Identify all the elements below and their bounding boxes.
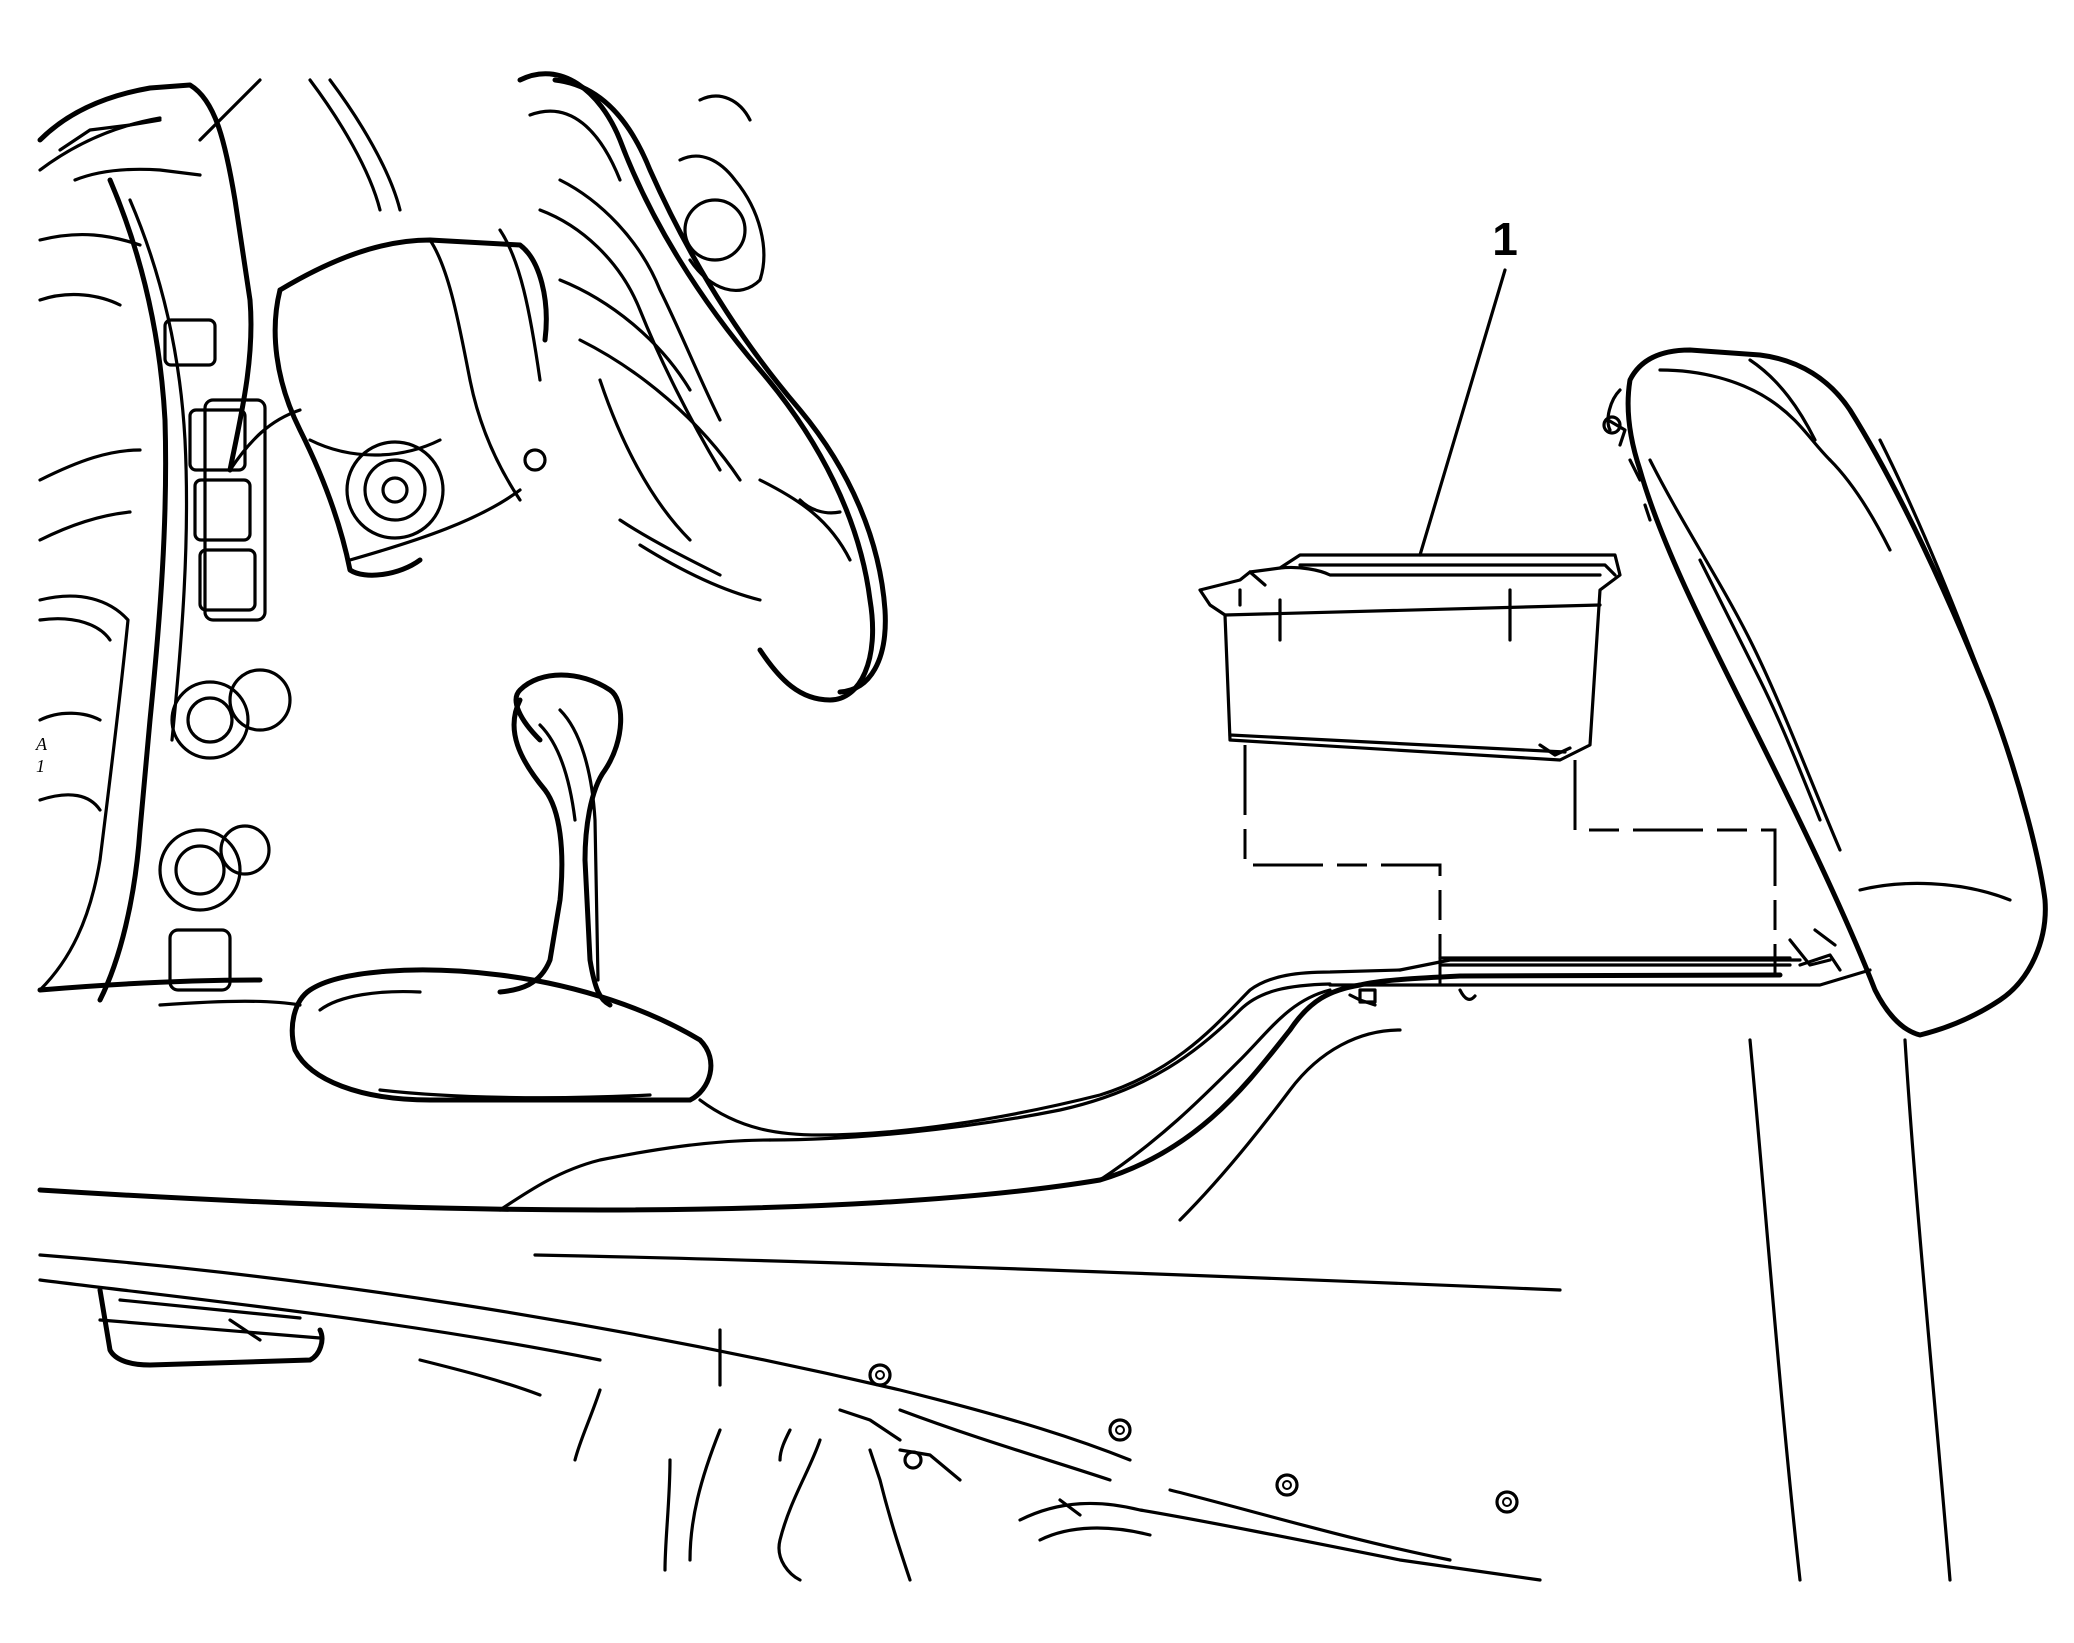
- callout-leader-line: [1418, 268, 1507, 557]
- steering-wheel: [517, 71, 888, 703]
- callout-label: 1: [1492, 213, 1518, 265]
- steering-column: [228, 228, 549, 578]
- storage-bin-insert: [1198, 553, 1622, 762]
- screw-3: [1275, 1473, 1299, 1497]
- callout-1: 1: [1418, 213, 1518, 557]
- screw-2: [1108, 1418, 1132, 1442]
- instrument-panel-left: [37, 82, 292, 1003]
- install-guide-lines: [1243, 745, 1777, 985]
- margin-mark-1: 1: [36, 756, 45, 776]
- console-lid: [1602, 347, 2048, 1038]
- lower-trim: [38, 1253, 1542, 1582]
- upper-left-pillar: [198, 78, 402, 212]
- screw-4: [1495, 1490, 1519, 1514]
- margin-mark-a: A: [35, 734, 48, 754]
- gear-shifter: [289, 672, 714, 1103]
- margin-marks: A 1: [35, 734, 48, 776]
- screw-1: [868, 1363, 892, 1387]
- center-console: [37, 953, 1952, 1582]
